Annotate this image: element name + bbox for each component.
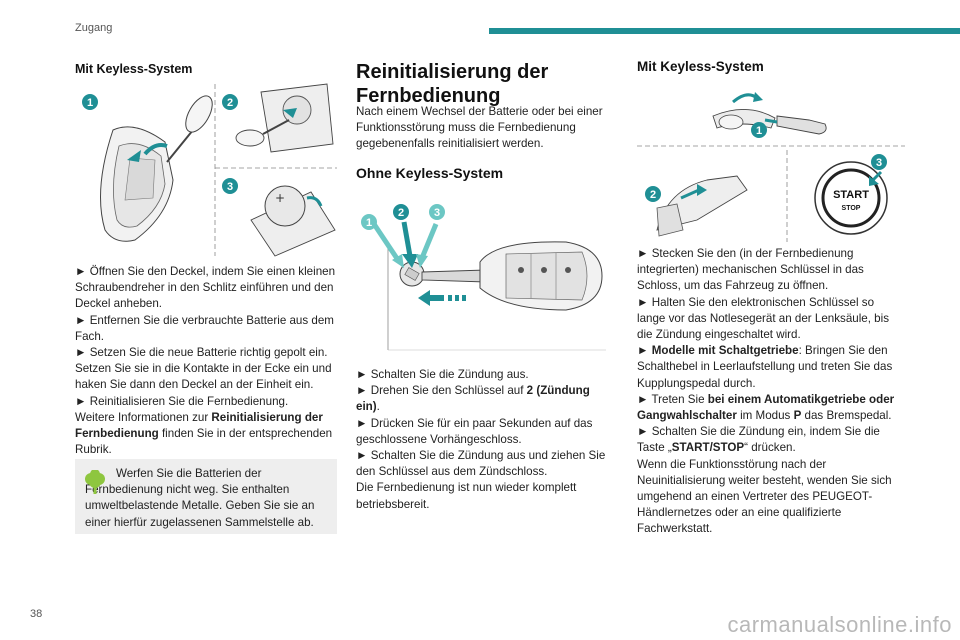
svg-text:1: 1: [756, 125, 762, 137]
svg-text:3: 3: [227, 181, 233, 193]
step: ► Halten Sie den elektronischen Schlüsse…: [637, 295, 889, 342]
badge-3: 3: [871, 154, 887, 170]
badge-2: 2: [222, 94, 238, 110]
heading-keyless: Mit Keyless-System: [75, 62, 193, 76]
svg-text:2: 2: [227, 97, 233, 109]
environment-note: Werfen Sie die Batterien der Fernbedienu…: [75, 459, 337, 534]
svg-text:3: 3: [876, 157, 882, 169]
step: ► Stecken Sie den (in der Fernbedienung …: [637, 247, 864, 293]
badge-2: 2: [393, 204, 409, 220]
step: ► Treten Sie bei einem Automatikgetriebe…: [637, 392, 895, 423]
svg-text:1: 1: [87, 97, 93, 109]
keyless-reinit-illustration: START STOP 1 2 3: [637, 92, 905, 242]
badge-1: 1: [751, 122, 767, 138]
closing-text: Die Fernbedienung ist nun wieder komplet…: [356, 481, 577, 511]
start-label: START: [833, 189, 869, 201]
step: ► Schalten Sie die Zündung aus.: [356, 368, 529, 381]
col2-text: ► Schalten Sie die Zündung aus. ► Drehen…: [356, 367, 614, 513]
battery-drawing: +: [250, 185, 336, 257]
leaf-icon: [85, 470, 105, 494]
badge-1: 1: [361, 214, 377, 230]
more-info: Weitere Informationen zur Reinitialisier…: [75, 410, 333, 457]
badge-3: 3: [429, 204, 445, 220]
svg-text:2: 2: [398, 207, 404, 219]
section-label: Zugang: [75, 22, 113, 34]
step: ► Drücken Sie für ein paar Sekunden auf …: [356, 416, 593, 446]
intro-text: Nach einem Wechsel der Batterie oder bei…: [356, 105, 603, 151]
badge-2: 2: [645, 186, 661, 202]
badge-3: 3: [222, 178, 238, 194]
subheading-no-keyless: Ohne Keyless-System: [356, 165, 504, 181]
step: ► Modelle mit Schaltgetriebe: Bringen Si…: [637, 344, 893, 390]
step: ► Reinitialisieren Sie die Fernbedienung…: [75, 394, 289, 408]
fob-opening-drawing: [235, 83, 334, 153]
note-text: Werfen Sie die Batterien der Fernbedienu…: [85, 467, 315, 529]
step: ► Öffnen Sie den Deckel, indem Sie einen…: [75, 265, 336, 311]
page-title: Reinitialisierung der Fernbedienung: [356, 61, 549, 107]
step: ► Schalten Sie die Zündung aus und ziehe…: [356, 449, 606, 479]
svg-text:3: 3: [434, 207, 440, 219]
battery-replacement-illustration: + 1 2 3: [82, 83, 337, 257]
svg-text:2: 2: [650, 189, 656, 201]
step: Taste „START/STOP“ drücken.: [637, 441, 796, 455]
steering-column-drawing: [656, 175, 748, 237]
ignition-key-illustration: 1 2 3: [361, 204, 606, 351]
col3-text: ► Stecken Sie den (in der Fernbedienung …: [637, 246, 905, 538]
closing-text: Wenn die Funktionsstörung nach der Neuin…: [637, 457, 892, 536]
step: ► Setzen Sie die neue Batterie richtig g…: [75, 346, 332, 392]
key-fob-drawing: [100, 95, 213, 242]
door-handle-drawing: [712, 92, 827, 135]
step: ► Entfernen Sie die verbrauchte Batterie…: [75, 313, 334, 343]
col1-text: ► Öffnen Sie den Deckel, indem Sie einen…: [75, 264, 337, 458]
watermark: carmanualsonline.info: [727, 612, 952, 637]
heading-keyless-reinit: Mit Keyless-System: [637, 59, 764, 74]
badge-1: 1: [82, 94, 98, 110]
step: ► Drehen Sie den Schlüssel auf 2 (Zündun…: [356, 384, 590, 414]
page-number: 38: [30, 608, 43, 620]
step: ► Schalten Sie die Zündung ein, indem Si…: [637, 425, 880, 439]
svg-text:+: +: [275, 191, 285, 205]
start-stop-button-drawing: START STOP: [814, 161, 888, 235]
svg-text:1: 1: [366, 217, 372, 229]
stop-label: STOP: [842, 205, 861, 212]
header-accent-bar: [489, 28, 960, 34]
